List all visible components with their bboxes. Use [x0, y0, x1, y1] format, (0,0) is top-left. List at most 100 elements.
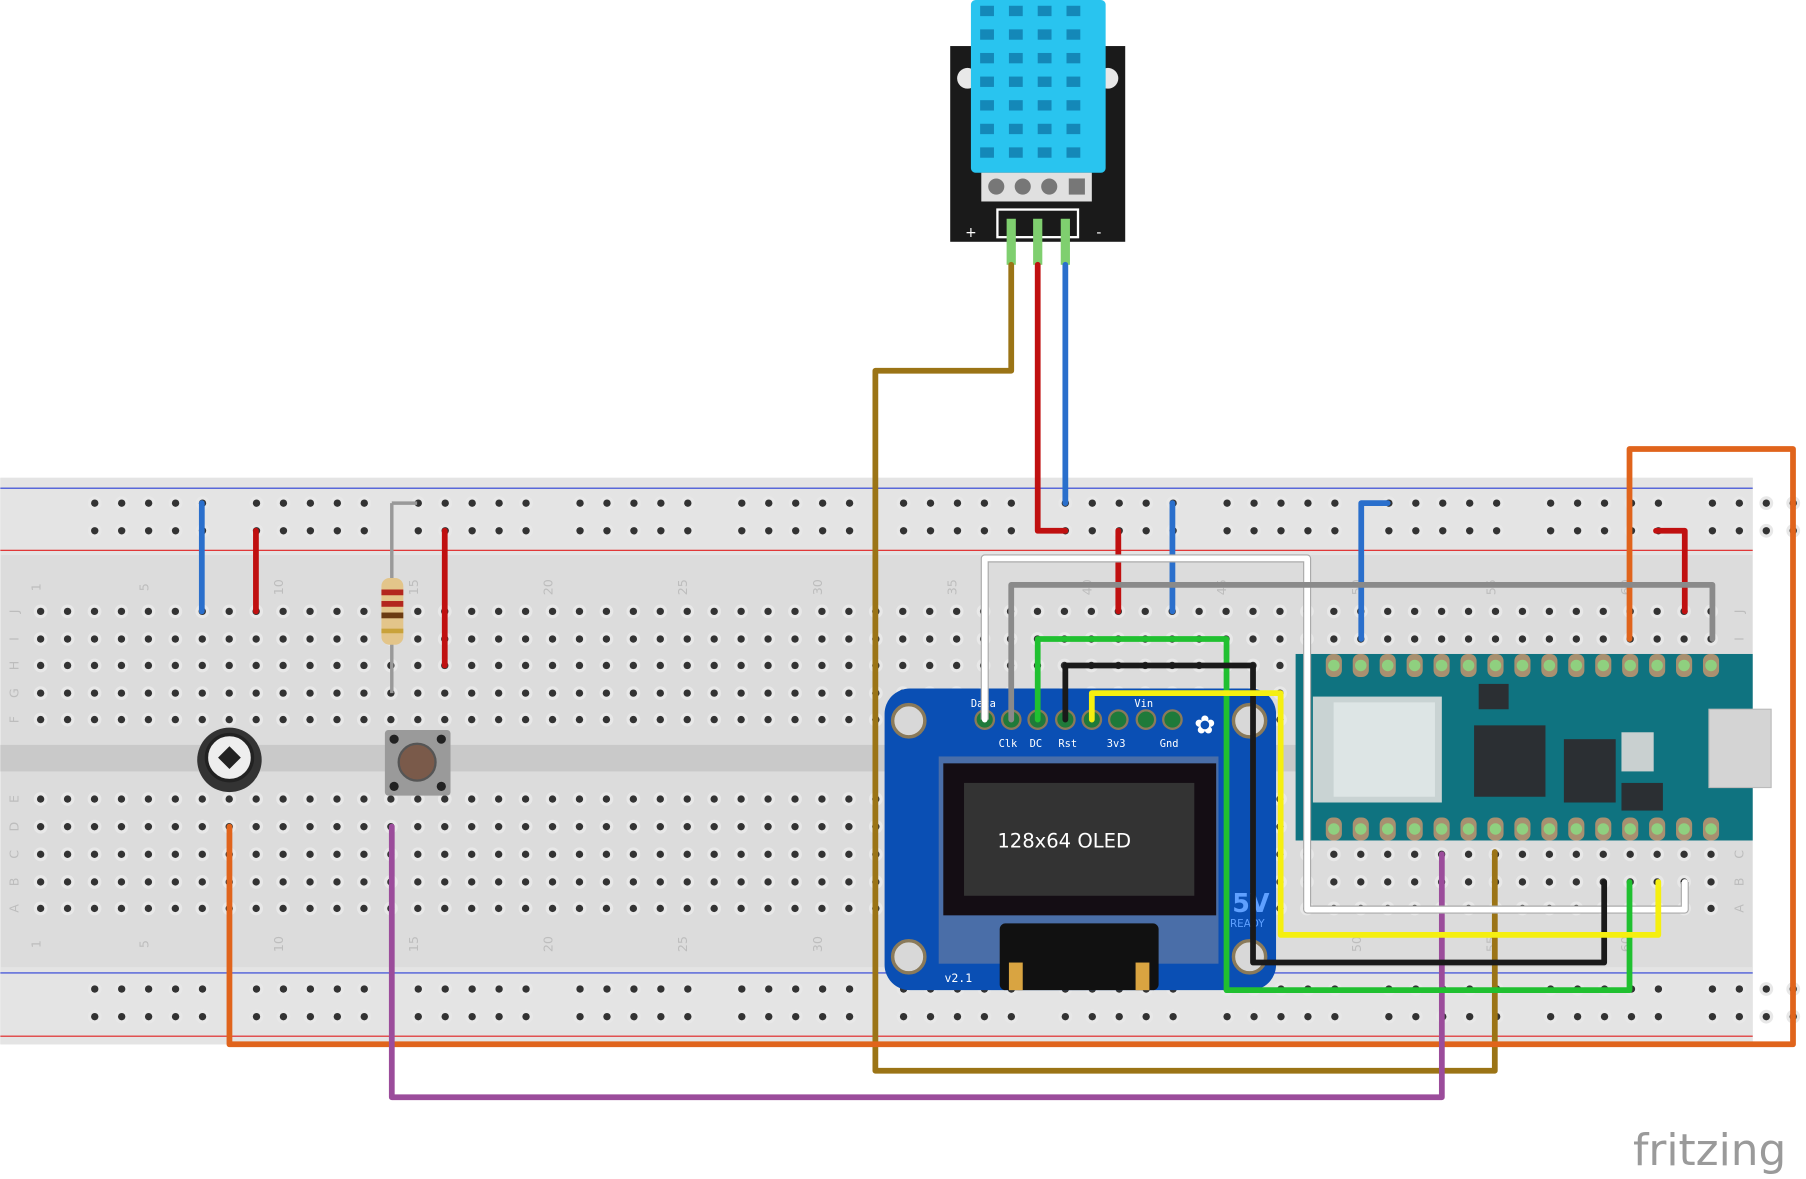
- breadboard-hole[interactable]: [333, 878, 341, 886]
- breadboard-hole[interactable]: [1626, 850, 1634, 858]
- breadboard-hole[interactable]: [36, 822, 45, 831]
- breadboard-hole[interactable]: [360, 607, 368, 616]
- breadboard-hole[interactable]: [737, 904, 745, 913]
- breadboard-hole[interactable]: [333, 795, 341, 803]
- breadboard-hole[interactable]: [899, 1012, 908, 1021]
- breadboard-hole[interactable]: [171, 689, 180, 697]
- breadboard-hole[interactable]: [91, 985, 99, 993]
- breadboard-hole[interactable]: [468, 878, 476, 886]
- breadboard-hole[interactable]: [252, 499, 261, 507]
- breadboard-hole[interactable]: [952, 661, 961, 670]
- breadboard-hole[interactable]: [360, 527, 368, 535]
- breadboard-hole[interactable]: [576, 499, 584, 507]
- breadboard-hole[interactable]: [845, 527, 854, 535]
- breadboard-hole[interactable]: [1653, 850, 1661, 858]
- breadboard-hole[interactable]: [171, 822, 180, 831]
- breadboard-hole[interactable]: [1491, 607, 1500, 616]
- breadboard-hole[interactable]: [1141, 607, 1149, 616]
- breadboard-hole[interactable]: [171, 878, 180, 886]
- breadboard-hole[interactable]: [252, 715, 260, 724]
- breadboard-hole[interactable]: [414, 822, 422, 831]
- breadboard-hole[interactable]: [360, 635, 368, 643]
- breadboard-hole[interactable]: [441, 499, 449, 507]
- breadboard-hole[interactable]: [522, 985, 530, 993]
- breadboard-hole[interactable]: [468, 715, 476, 724]
- breadboard-hole[interactable]: [494, 850, 503, 858]
- breadboard-hole[interactable]: [683, 878, 691, 886]
- breadboard-hole[interactable]: [225, 795, 233, 803]
- breadboard-hole[interactable]: [333, 689, 341, 697]
- breadboard-hole[interactable]: [548, 661, 557, 670]
- breadboard-hole[interactable]: [414, 635, 422, 643]
- breadboard-hole[interactable]: [1384, 878, 1392, 886]
- breadboard-hole[interactable]: [441, 689, 449, 697]
- breadboard-hole[interactable]: [495, 985, 503, 993]
- breadboard-hole[interactable]: [360, 689, 368, 697]
- breadboard-hole[interactable]: [414, 715, 422, 724]
- breadboard-hole[interactable]: [333, 1012, 342, 1021]
- breadboard-hole[interactable]: [576, 527, 584, 535]
- breadboard-hole[interactable]: [683, 635, 691, 643]
- breadboard-hole[interactable]: [198, 822, 206, 831]
- breadboard-hole[interactable]: [521, 795, 530, 803]
- breadboard-hole[interactable]: [144, 1012, 153, 1021]
- breadboard-hole[interactable]: [1545, 607, 1554, 616]
- breadboard-hole[interactable]: [144, 499, 153, 507]
- breadboard-hole[interactable]: [1762, 1012, 1770, 1021]
- breadboard-hole[interactable]: [171, 904, 180, 913]
- breadboard-hole[interactable]: [225, 661, 233, 670]
- breadboard-hole[interactable]: [414, 499, 422, 507]
- breadboard-hole[interactable]: [306, 985, 315, 993]
- breadboard-hole[interactable]: [845, 822, 853, 831]
- breadboard-hole[interactable]: [360, 795, 368, 803]
- breadboard-hole[interactable]: [36, 904, 45, 913]
- breadboard-hole[interactable]: [710, 850, 718, 858]
- breadboard-hole[interactable]: [764, 904, 772, 913]
- breadboard-hole[interactable]: [468, 661, 476, 670]
- breadboard-hole[interactable]: [818, 985, 827, 993]
- breadboard-hole[interactable]: [845, 795, 853, 803]
- breadboard-hole[interactable]: [198, 1012, 207, 1021]
- breadboard-hole[interactable]: [737, 689, 745, 697]
- breadboard-hole[interactable]: [818, 878, 826, 886]
- breadboard-hole[interactable]: [684, 527, 692, 535]
- breadboard-hole[interactable]: [306, 1012, 315, 1021]
- breadboard-hole[interactable]: [306, 499, 315, 507]
- breadboard-hole[interactable]: [171, 527, 180, 535]
- breadboard-hole[interactable]: [171, 985, 180, 993]
- breadboard-hole[interactable]: [818, 822, 826, 831]
- breadboard-hole[interactable]: [980, 1012, 989, 1021]
- breadboard-hole[interactable]: [306, 635, 314, 643]
- breadboard-hole[interactable]: [144, 527, 153, 535]
- breadboard-hole[interactable]: [818, 607, 826, 616]
- breadboard-hole[interactable]: [441, 1012, 449, 1021]
- breadboard-hole[interactable]: [1142, 499, 1150, 507]
- breadboard-hole[interactable]: [737, 850, 745, 858]
- breadboard-hole[interactable]: [1518, 635, 1527, 643]
- breadboard-hole[interactable]: [1466, 1012, 1474, 1021]
- breadboard-hole[interactable]: [602, 661, 611, 670]
- breadboard-hole[interactable]: [1250, 527, 1258, 535]
- breadboard-hole[interactable]: [494, 904, 503, 913]
- breadboard-hole[interactable]: [1384, 635, 1392, 643]
- breadboard-hole[interactable]: [818, 661, 826, 670]
- breadboard-hole[interactable]: [845, 635, 853, 643]
- breadboard-hole[interactable]: [117, 499, 126, 507]
- breadboard-hole[interactable]: [387, 795, 395, 803]
- breadboard-hole[interactable]: [198, 635, 206, 643]
- wire-green[interactable]: [1034, 636, 1633, 994]
- breadboard-hole[interactable]: [171, 795, 180, 803]
- breadboard-hole[interactable]: [1007, 499, 1016, 507]
- breadboard-hole[interactable]: [1385, 527, 1393, 535]
- breadboard-hole[interactable]: [791, 715, 799, 724]
- breadboard-hole[interactable]: [144, 795, 153, 803]
- breadboard-hole[interactable]: [1599, 850, 1607, 858]
- breadboard-hole[interactable]: [683, 689, 691, 697]
- breadboard-hole[interactable]: [602, 715, 611, 724]
- breadboard-hole[interactable]: [1735, 1012, 1744, 1021]
- breadboard-hole[interactable]: [764, 607, 772, 616]
- breadboard-hole[interactable]: [738, 985, 746, 993]
- breadboard-hole[interactable]: [738, 499, 746, 507]
- breadboard-hole[interactable]: [225, 607, 233, 616]
- breadboard-hole[interactable]: [1654, 1012, 1663, 1021]
